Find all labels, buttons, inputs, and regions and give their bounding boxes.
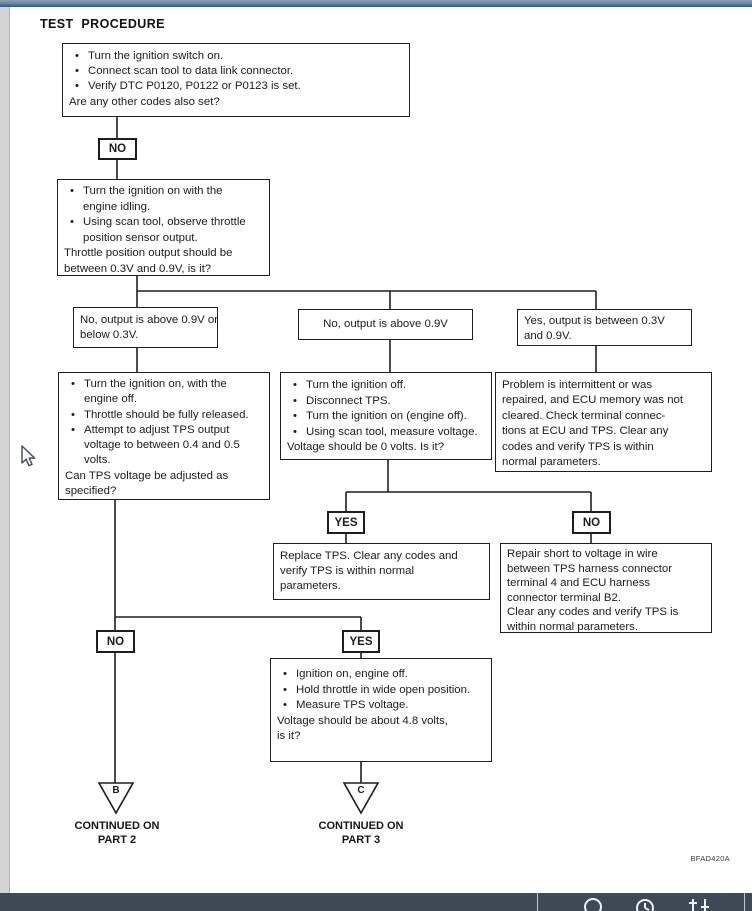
text-line: No, output is above 0.9V — [323, 318, 448, 330]
caption-line: PART 3 — [341, 834, 381, 846]
text-line: Turn the ignition on, with the — [59, 377, 269, 393]
text-line: volts. — [84, 454, 111, 467]
text-line: Throttle position output should be — [64, 247, 233, 259]
text-line: repaired, and ECU memory was not — [502, 394, 684, 407]
text-line: Voltage should be about 4.8 volts, — [277, 714, 448, 727]
text-line: cleared. Check terminal connec- — [502, 409, 666, 422]
history-icon[interactable] — [636, 899, 654, 911]
text-line: Disconnect TPS. — [281, 394, 491, 410]
text-line: Using scan tool, observe throttle — [58, 215, 269, 231]
text-line: specified? — [65, 485, 117, 498]
text-line: No, output is above 0.9V or — [80, 314, 218, 326]
offpage-connector-c-letter: C — [357, 785, 365, 796]
diagram-code-label: BFAD420A — [690, 854, 730, 863]
text-line: engine off. — [84, 393, 137, 406]
text-line: Turn the ignition on (engine off). — [281, 409, 491, 425]
window-top-border — [0, 0, 752, 7]
flow-box-wide-open: Ignition on, engine off.Hold throttle in… — [270, 658, 492, 762]
text-line: is it? — [277, 730, 301, 742]
text-line: Repair short to voltage in wire — [507, 548, 658, 560]
text-line: Attempt to adjust TPS output — [59, 423, 269, 439]
statusbar-divider — [537, 893, 538, 911]
text-line: Turn the ignition switch on. — [63, 49, 409, 64]
text-line: Are any other codes also set? — [69, 95, 220, 108]
offpage-connector-c-triangle — [342, 782, 380, 815]
decision-badge-no: NO — [96, 630, 135, 653]
text-line: voltage to between 0.4 and 0.5 — [84, 439, 240, 452]
text-line: Using scan tool, measure voltage. — [281, 425, 491, 441]
statusbar-icons — [584, 898, 709, 911]
flow-box-repair-short: Repair short to voltage in wire between T… — [500, 543, 712, 633]
text-line: Turn the ignition on with the — [58, 184, 269, 200]
flow-box-branch-middle: No, output is above 0.9V — [298, 309, 473, 340]
caption-line: PART 2 — [97, 834, 137, 846]
text-line: Ignition on, engine off. — [271, 667, 491, 683]
text-line: Clear any codes and verify TPS is — [507, 606, 679, 619]
text-line: within normal parameters. — [507, 620, 639, 633]
text-line: Turn the ignition off. — [281, 378, 491, 394]
text-line: codes and verify TPS is within — [502, 440, 654, 453]
text-line: Hold throttle in wide open position. — [271, 683, 491, 699]
flow-box-start: Turn the ignition switch on.Connect scan… — [62, 43, 410, 117]
flow-box-replace-tps: Replace TPS. Clear any codes and verify T… — [273, 543, 490, 600]
offpage-connector-b-triangle — [97, 782, 135, 815]
flow-box-intermittent: Problem is intermittent or was repaired, … — [495, 372, 712, 472]
text-line: Can TPS voltage be adjusted as — [65, 469, 229, 482]
text-line: engine idling. — [83, 200, 151, 213]
text-line: connector terminal B2. — [507, 591, 621, 604]
text-line: between TPS harness connector — [507, 562, 673, 575]
status-bar — [0, 893, 752, 911]
text-line: parameters. — [280, 580, 341, 592]
flow-box-branch-left: No, output is above 0.9V or below 0.3V. — [73, 307, 218, 348]
text-line: Verify DTC P0120, P0122 or P0123 is set. — [63, 79, 409, 94]
decision-badge-yes: YES — [342, 630, 380, 653]
search-icon[interactable] — [584, 898, 602, 911]
decision-badge-no: NO — [572, 511, 611, 534]
text-line: Voltage should be 0 volts. Is it? — [287, 441, 445, 454]
statusbar-divider — [744, 893, 745, 911]
caption-line: CONTINUED ON — [74, 820, 160, 832]
text-line: and 0.9V. — [524, 330, 572, 342]
text-line: Measure TPS voltage. — [271, 698, 491, 714]
continued-caption-part2: CONTINUED ON PART 2 — [52, 819, 182, 847]
text-line: position sensor output. — [83, 231, 198, 244]
text-line: verify TPS is within normal — [280, 565, 414, 577]
text-line: terminal 4 and ECU harness — [507, 577, 651, 590]
flow-box-disconnect-tps: Turn the ignition off.Disconnect TPS.Tur… — [280, 372, 492, 460]
decision-badge-yes: YES — [327, 511, 365, 534]
text-line: Yes, output is between 0.3V — [524, 315, 665, 327]
text-line: Replace TPS. Clear any codes and — [280, 550, 458, 562]
text-line: Throttle should be fully released. — [59, 408, 269, 424]
offpage-connector-b-letter: B — [112, 785, 120, 796]
flow-box-branch-right: Yes, output is between 0.3V and 0.9V. — [517, 309, 692, 346]
continued-caption-part3: CONTINUED ON PART 3 — [296, 819, 426, 847]
text-line: between 0.3V and 0.9V, is it? — [64, 262, 212, 275]
mouse-cursor-icon — [21, 445, 36, 467]
text-line: below 0.3V. — [80, 329, 139, 341]
text-line: Connect scan tool to data link connector… — [63, 64, 409, 79]
left-gutter — [0, 7, 10, 893]
filter-icon[interactable] — [689, 899, 709, 911]
text-line: Problem is intermittent or was — [502, 379, 653, 391]
text-line: tions at ECU and TPS. Clear any — [502, 425, 669, 438]
page-title: TEST PROCEDURE — [40, 17, 165, 31]
decision-badge-no: NO — [98, 138, 137, 160]
caption-line: CONTINUED ON — [318, 820, 404, 832]
text-line: normal parameters. — [502, 456, 601, 469]
